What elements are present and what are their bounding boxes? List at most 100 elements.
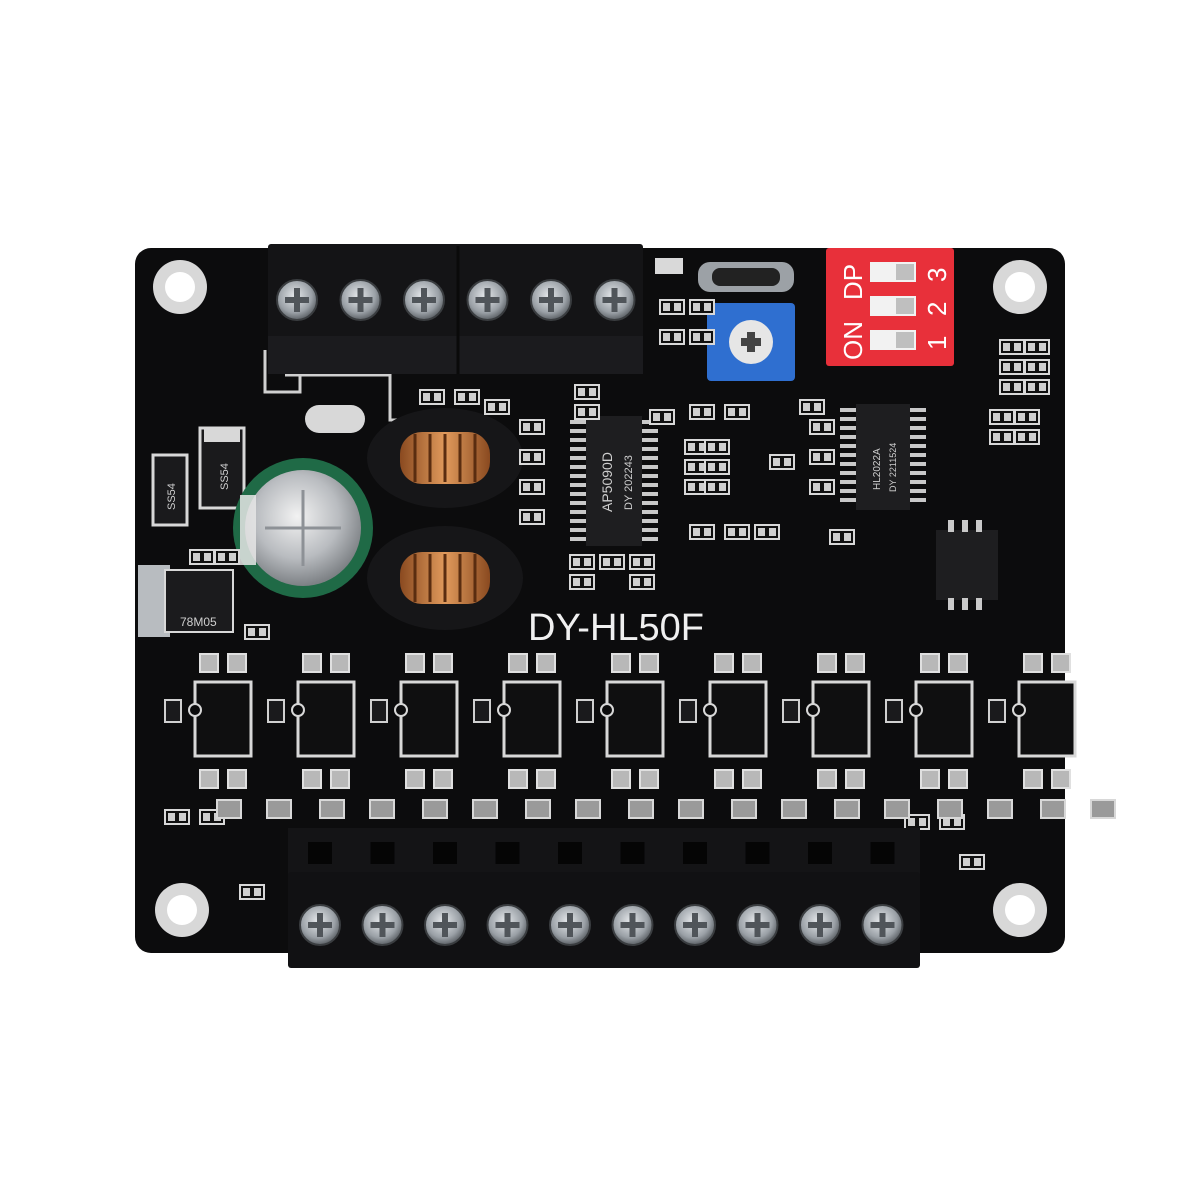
- optocoupler: [885, 653, 1013, 819]
- optocoupler-row: [164, 653, 1116, 819]
- smd-component: [574, 404, 600, 420]
- bottom-terminal-screw: [674, 904, 716, 946]
- smd-component: [684, 479, 710, 495]
- terminal-wire-slot: [808, 842, 832, 864]
- smd-component: [239, 884, 265, 900]
- mounting-holes: [153, 260, 1047, 937]
- top-terminal-block: [268, 244, 643, 374]
- bottom-terminal-screw: [299, 904, 341, 946]
- terminal-wire-slot: [433, 842, 457, 864]
- smd-component: [659, 329, 685, 345]
- optocoupler: [267, 653, 395, 819]
- smd-components: [164, 299, 1050, 900]
- voltage-regulator-78m05: 78M05: [138, 565, 234, 637]
- inductor-top: [367, 408, 523, 508]
- dip-switch[interactable]: ON DP 1 2 3: [826, 248, 954, 366]
- smd-component: [809, 419, 835, 435]
- smd-resistor: [655, 258, 683, 274]
- optocoupler: [164, 653, 292, 819]
- top-terminal-screw: [593, 279, 636, 321]
- smd-component: [1014, 429, 1040, 445]
- dip-dp-label: DP: [838, 264, 868, 300]
- top-terminal-screw: [530, 279, 572, 321]
- smd-component: [569, 574, 595, 590]
- main-ic-label-line2: DY 202243: [623, 455, 635, 510]
- optocoupler: [988, 653, 1116, 819]
- smd-component: [989, 409, 1015, 425]
- micro-usb-port: [698, 262, 794, 292]
- smd-component: [1014, 409, 1040, 425]
- terminal-wire-slot: [870, 842, 895, 864]
- smd-component: [754, 524, 780, 540]
- smd-component: [689, 524, 715, 540]
- bottom-terminal-screw: [861, 904, 904, 946]
- terminal-wire-slot: [558, 842, 582, 864]
- smd-component: [519, 449, 545, 465]
- optocoupler: [370, 653, 498, 819]
- smd-component: [659, 299, 685, 315]
- diode-ss54-top: SS54: [198, 426, 246, 510]
- top-terminal-screw: [403, 279, 445, 321]
- dip-position-3: 3: [922, 268, 952, 282]
- smd-component: [769, 454, 795, 470]
- smd-component: [724, 524, 750, 540]
- right-ic-hl2022a: HL2022A DY 2211524: [840, 404, 926, 510]
- smd-component: [574, 384, 600, 400]
- terminal-wire-slot: [745, 842, 770, 864]
- smd-component: [189, 549, 215, 565]
- terminal-wire-slot: [495, 842, 520, 864]
- smd-component: [569, 554, 595, 570]
- diode-ss54-left: SS54: [151, 453, 189, 527]
- smd-component: [689, 299, 715, 315]
- smd-component: [164, 809, 190, 825]
- main-ic-label-line1: AP5090D: [599, 452, 615, 512]
- optocoupler: [782, 653, 910, 819]
- dip-position-1: 1: [922, 336, 952, 350]
- smd-component: [684, 459, 710, 475]
- bottom-terminal-screw: [424, 904, 466, 946]
- smd-component: [689, 329, 715, 345]
- smd-component: [629, 554, 655, 570]
- smd-component: [704, 479, 730, 495]
- electrolytic-capacitor: [233, 458, 373, 598]
- smd-component: [244, 624, 270, 640]
- smd-component: [599, 554, 625, 570]
- board-model-label: DY-HL50F: [528, 607, 704, 649]
- optocoupler: [473, 653, 601, 819]
- smd-component: [809, 479, 835, 495]
- bottom-terminal-screw: [611, 904, 654, 946]
- top-terminal-screw: [466, 279, 509, 321]
- eeprom-chip: [936, 520, 998, 610]
- terminal-wire-slot: [683, 842, 707, 864]
- bottom-terminal-screw: [736, 904, 779, 946]
- smd-component: [959, 854, 985, 870]
- smd-component: [519, 509, 545, 525]
- bottom-terminal-screw: [361, 904, 404, 946]
- bottom-terminal-screw: [549, 904, 591, 946]
- smd-component: [519, 419, 545, 435]
- smd-component: [1024, 379, 1050, 395]
- smd-component: [1024, 359, 1050, 375]
- smd-component: [829, 529, 855, 545]
- top-terminal-screw: [339, 279, 382, 321]
- bottom-terminal-block: [288, 828, 920, 968]
- smd-component: [799, 399, 825, 415]
- right-ic-label-line2: DY 2211524: [888, 443, 898, 492]
- smd-component: [999, 339, 1025, 355]
- inductor-bottom: [367, 526, 523, 630]
- bottom-terminal-screw: [799, 904, 841, 946]
- optocoupler: [576, 653, 704, 819]
- optocoupler: [679, 653, 807, 819]
- right-ic-label-line1: HL2022A: [872, 448, 883, 490]
- terminal-wire-slot: [620, 842, 645, 864]
- terminal-wire-slot: [308, 842, 332, 864]
- smd-component: [704, 439, 730, 455]
- smd-component: [724, 404, 750, 420]
- smd-component: [519, 479, 545, 495]
- smd-component: [809, 449, 835, 465]
- smd-component: [999, 379, 1025, 395]
- smd-component: [689, 404, 715, 420]
- top-terminal-screw: [276, 279, 318, 321]
